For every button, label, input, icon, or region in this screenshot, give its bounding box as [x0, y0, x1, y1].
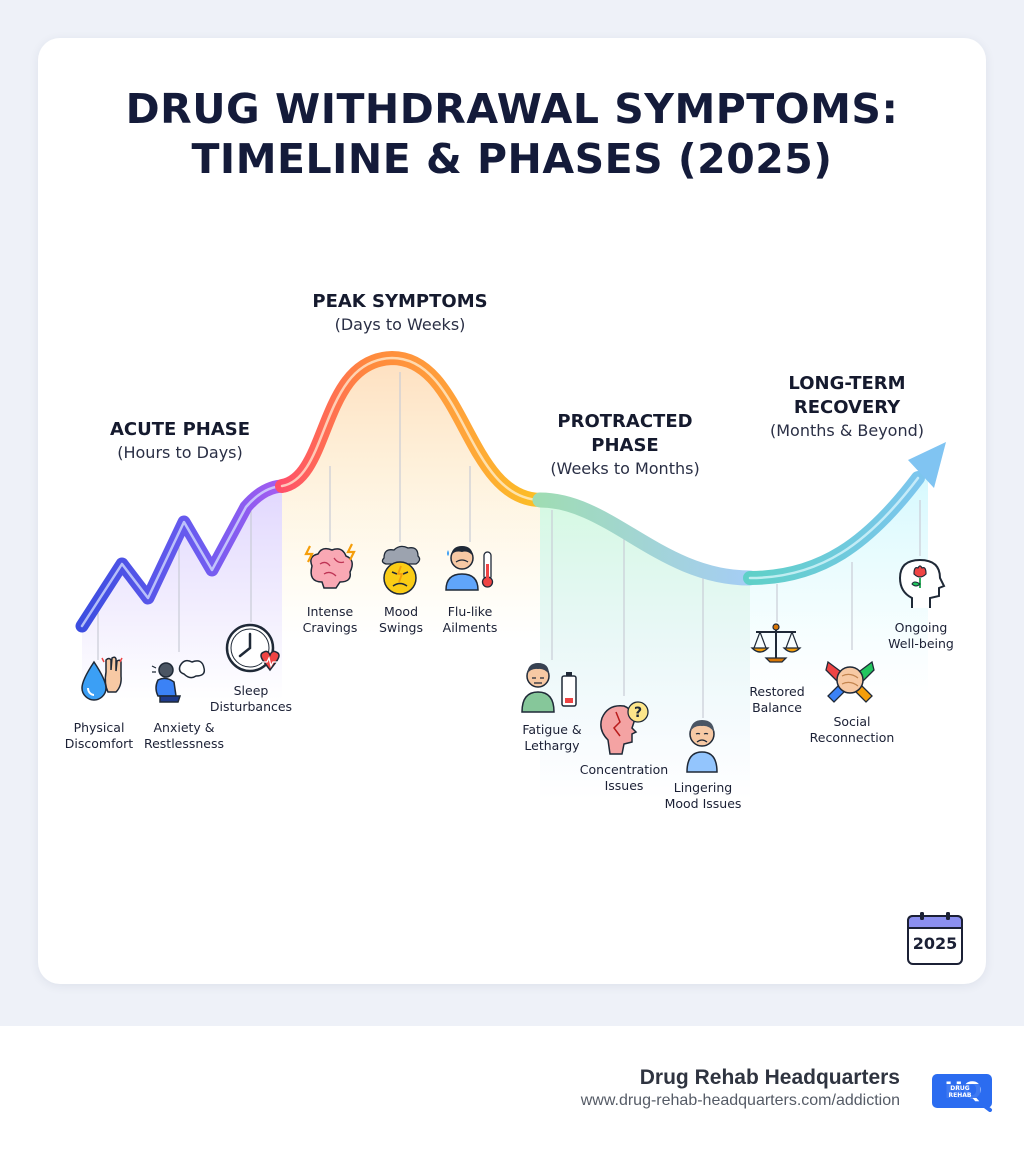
water-drop-hand-icon — [81, 656, 123, 701]
longterm-phase-name-2: RECOVERY — [793, 397, 901, 418]
symptom-social: Social Reconnection — [797, 714, 907, 746]
symptom-social-line-2: Reconnection — [809, 730, 895, 745]
clock-heart-icon — [225, 623, 280, 673]
symptom-mood: Mood Swings — [346, 604, 456, 636]
symptom-cravings-line-2: Cravings — [302, 620, 358, 635]
head-question-icon: ? — [600, 701, 649, 755]
symptom-mood-line-1: Mood — [383, 604, 418, 619]
peak-fill — [282, 358, 540, 640]
symptom-fatigue-line-2: Lethargy — [524, 738, 580, 753]
symptom-concentration-line-1: Concentration — [579, 762, 669, 777]
anxious-person-icon — [151, 659, 206, 703]
tired-person-battery-icon — [521, 663, 577, 713]
symptom-physical: Physical Discomfort — [44, 720, 154, 752]
symptom-balance-line-1: Restored — [749, 684, 805, 699]
acute-phase-name: ACUTE PHASE — [109, 419, 251, 440]
symptom-wellbeing-line-1: Ongoing — [894, 620, 948, 635]
symptom-flu: Flu-like Ailments — [415, 604, 525, 636]
longterm-phase-range: (Months & Beyond) — [770, 421, 924, 440]
symptom-sleep-line-2: Disturbances — [209, 699, 293, 714]
head-flower-icon — [898, 558, 946, 608]
svg-text:?: ? — [634, 705, 642, 721]
longterm-phase-name-1: LONG-TERM — [788, 373, 906, 394]
logo-drug-text: DRUG — [950, 1085, 969, 1092]
symptom-lingering-line-1: Lingering — [673, 780, 733, 795]
brand-url[interactable]: www.drug-rehab-headquarters.com/addictio… — [580, 1092, 900, 1109]
symptom-concentration-line-2: Issues — [604, 778, 644, 793]
title-line-2: TIMELINE & PHASES (2025) — [191, 135, 833, 183]
acute-phase-label: ACUTE PHASE (Hours to Days) — [80, 418, 280, 464]
symptom-anxiety-line-1: Anxiety & — [153, 720, 215, 735]
brand-block: Drug Rehab Headquarters www.drug-rehab-h… — [581, 1066, 900, 1110]
symptom-sleep: Sleep Disturbances — [196, 683, 306, 715]
symptom-concentration: Concentration Issues — [569, 762, 679, 794]
symptom-lingering-line-2: Mood Issues — [664, 796, 742, 811]
symptom-cravings-line-1: Intense — [306, 604, 354, 619]
symptom-cravings: Intense Cravings — [275, 604, 385, 636]
calendar-year: 2025 — [912, 934, 958, 953]
protracted-curve — [532, 492, 758, 586]
peak-phase-label: PEAK SYMPTOMS (Days to Weeks) — [290, 290, 510, 336]
protracted-phase-name-2: PHASE — [591, 435, 659, 456]
symptom-wellbeing: Ongoing Well-being — [866, 620, 976, 652]
symptom-flu-line-2: Ailments — [442, 620, 498, 635]
sad-person-icon — [686, 720, 718, 773]
protracted-phase-name-1: PROTRACTED — [557, 411, 693, 432]
page-title: DRUG WITHDRAWAL SYMPTOMS: TIMELINE & PHA… — [0, 84, 1024, 184]
protracted-phase-label: PROTRACTED PHASE (Weeks to Months) — [520, 410, 730, 480]
recovery-curve-highlight — [748, 476, 920, 580]
symptom-wellbeing-line-2: Well-being — [888, 636, 954, 651]
symptom-fatigue: Fatigue & Lethargy — [497, 722, 607, 754]
symptom-sleep-line-1: Sleep — [233, 683, 269, 698]
scales-icon — [750, 623, 802, 663]
recovery-arrow-head — [908, 442, 946, 488]
symptom-anxiety-line-2: Restlessness — [143, 736, 225, 751]
symptom-physical-line-2: Discomfort — [64, 736, 134, 751]
storm-face-icon — [381, 545, 421, 595]
symptom-balance-line-2: Balance — [752, 700, 802, 715]
longterm-phase-label: LONG-TERM RECOVERY (Months & Beyond) — [752, 372, 942, 442]
peak-curve-highlight — [280, 356, 542, 502]
symptom-fatigue-line-1: Fatigue & — [522, 722, 582, 737]
title-line-1: DRUG WITHDRAWAL SYMPTOMS: — [125, 85, 899, 133]
sick-thermometer-icon — [445, 546, 494, 591]
logo-rehab-text: REHAB — [949, 1092, 972, 1099]
symptom-mood-line-2: Swings — [378, 620, 423, 635]
joined-hands-icon — [825, 660, 875, 703]
acute-phase-range: (Hours to Days) — [117, 443, 243, 462]
peak-phase-name: PEAK SYMPTOMS — [312, 291, 488, 312]
peak-phase-range: (Days to Weeks) — [334, 315, 466, 334]
footer — [0, 1026, 1024, 1154]
calendar-icon — [907, 912, 963, 965]
symptom-physical-line-1: Physical — [73, 720, 125, 735]
symptom-social-line-1: Social — [833, 714, 871, 729]
brand-name: Drug Rehab Headquarters — [639, 1066, 900, 1089]
hq-logo-icon: HQ DRUG REHAB — [932, 1074, 992, 1112]
symptom-balance: Restored Balance — [722, 684, 832, 716]
brain-lightning-icon — [304, 543, 356, 589]
symptom-flu-line-1: Flu-like — [447, 604, 493, 619]
protracted-phase-range: (Weeks to Months) — [550, 459, 700, 478]
symptom-anxiety: Anxiety & Restlessness — [129, 720, 239, 752]
symptom-lingering: Lingering Mood Issues — [648, 780, 758, 812]
